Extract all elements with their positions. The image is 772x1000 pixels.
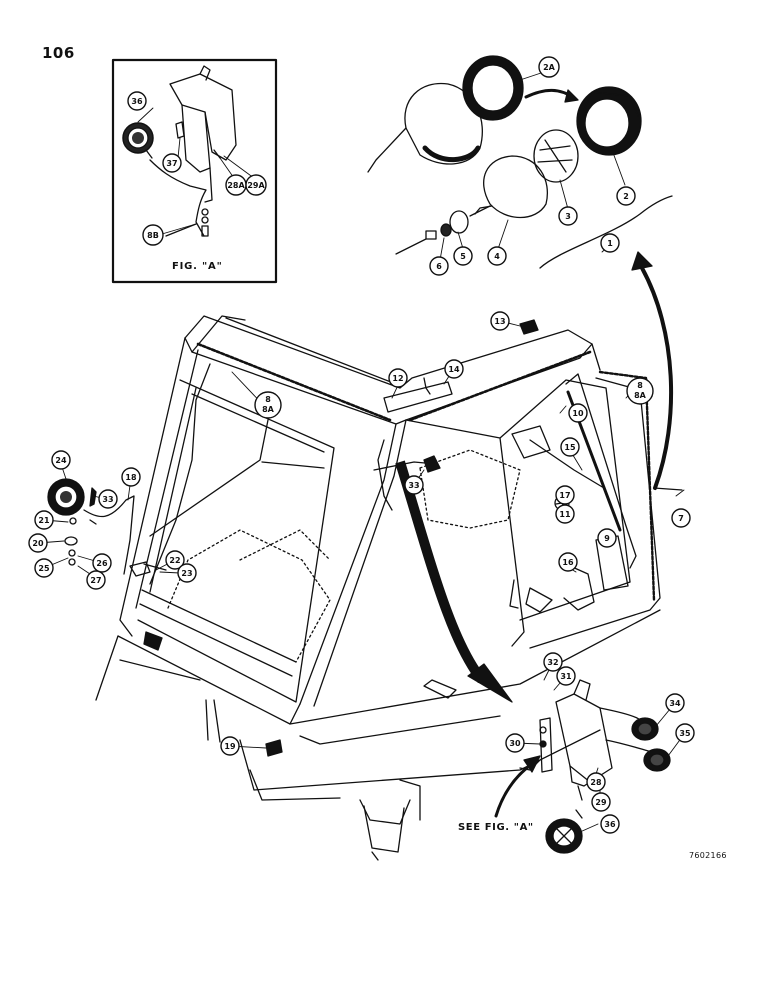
callout-7: 7 bbox=[678, 514, 684, 523]
callout-labels: 36 37 28A 29A 8B 2A 2 3 4 5 6 1 7 8 8A 1… bbox=[32, 63, 691, 829]
callout-20: 20 bbox=[32, 539, 44, 548]
callout-13: 13 bbox=[494, 317, 505, 326]
callout-37: 37 bbox=[166, 159, 177, 168]
see-figure-note: SEE FIG. "A" bbox=[458, 822, 534, 833]
callout-1: 1 bbox=[607, 239, 613, 248]
callout-32: 32 bbox=[547, 658, 558, 667]
callout-5: 5 bbox=[460, 252, 466, 261]
page-number: 106 bbox=[42, 44, 75, 62]
callout-34: 34 bbox=[669, 699, 681, 708]
callout-2: 2 bbox=[623, 192, 629, 201]
callout-19: 19 bbox=[224, 742, 236, 751]
leader-lines bbox=[37, 72, 686, 833]
inset-figure-a bbox=[111, 58, 278, 284]
callout-35: 35 bbox=[679, 729, 691, 738]
callout-28a: 28A bbox=[227, 181, 245, 190]
callout-9: 9 bbox=[604, 534, 610, 543]
callout-31: 31 bbox=[560, 672, 572, 681]
callout-29a: 29A bbox=[247, 181, 265, 190]
callout-36: 36 bbox=[604, 820, 616, 829]
callout-26: 26 bbox=[96, 559, 108, 568]
callout-23: 23 bbox=[181, 569, 192, 578]
callout-11: 11 bbox=[559, 510, 571, 519]
callout-27: 27 bbox=[90, 576, 101, 585]
callout-22: 22 bbox=[169, 556, 180, 565]
callout-2a: 2A bbox=[543, 63, 556, 72]
callout-33-right: 33 bbox=[408, 481, 419, 490]
callout-6: 6 bbox=[436, 262, 442, 271]
inset-caption: FIG. "A" bbox=[172, 261, 223, 272]
lamp-bracket-assembly-right bbox=[519, 679, 671, 854]
cab-structure bbox=[95, 315, 661, 861]
callout-8a-right: 8A bbox=[634, 391, 647, 400]
callout-16: 16 bbox=[562, 558, 574, 567]
drawing-number: 7602166 bbox=[689, 851, 727, 860]
callout-14: 14 bbox=[448, 365, 460, 374]
callout-17: 17 bbox=[559, 491, 570, 500]
callout-10: 10 bbox=[572, 409, 584, 418]
headlight-assembly bbox=[367, 55, 673, 269]
callout-8-right: 8 bbox=[637, 381, 643, 390]
callout-bubbles bbox=[28, 56, 695, 834]
callout-25: 25 bbox=[38, 564, 50, 573]
callout-8a-left: 8A bbox=[262, 405, 275, 414]
callout-33-left: 33 bbox=[102, 495, 113, 504]
callout-21: 21 bbox=[38, 516, 50, 525]
work-lamp-left bbox=[47, 478, 167, 577]
callout-12: 12 bbox=[392, 374, 403, 383]
callout-24: 24 bbox=[55, 456, 67, 465]
callout-4: 4 bbox=[494, 252, 500, 261]
callout-18: 18 bbox=[125, 473, 137, 482]
callout-15: 15 bbox=[564, 443, 576, 452]
callout-36-inset: 36 bbox=[131, 97, 143, 106]
big-arrows bbox=[395, 251, 683, 818]
callout-8b: 8B bbox=[147, 231, 159, 240]
callout-29: 29 bbox=[595, 798, 607, 807]
callout-8-left: 8 bbox=[265, 395, 271, 404]
callout-28: 28 bbox=[590, 778, 602, 787]
callout-30: 30 bbox=[509, 739, 521, 748]
callout-3: 3 bbox=[565, 212, 571, 221]
